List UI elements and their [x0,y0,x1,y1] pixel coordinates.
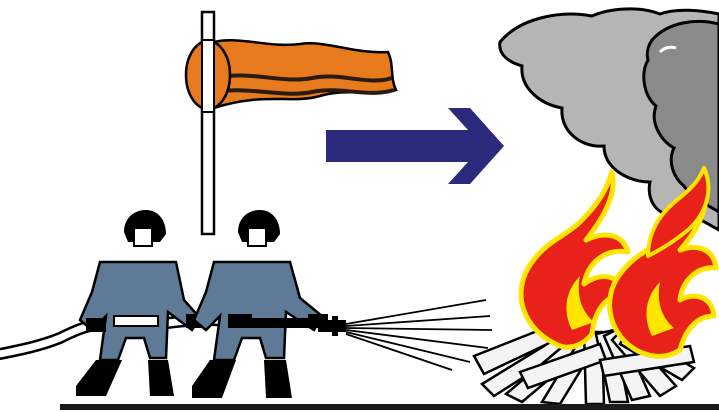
firefighter-icon [192,210,328,398]
campfire-flames-icon [521,168,716,356]
wind-direction-arrow-icon [326,108,504,184]
firefighter-icon [76,210,206,396]
water-spray-icon [346,300,492,370]
ground-line [60,404,719,410]
windsock-icon [186,12,396,234]
